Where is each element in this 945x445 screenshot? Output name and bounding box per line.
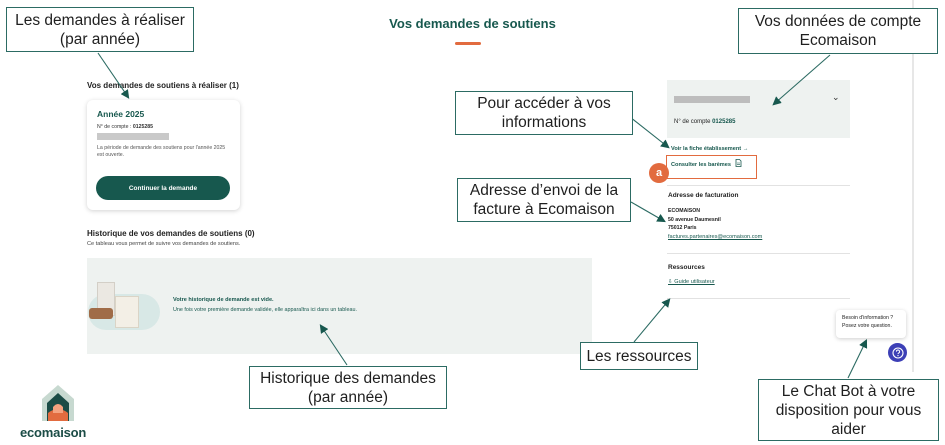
- divider: [667, 253, 850, 254]
- divider: [667, 298, 850, 299]
- chatbot-button[interactable]: [888, 343, 907, 362]
- ecomaison-logo-text: ecomaison: [20, 425, 87, 440]
- billing-street: 50 avenue Daumesnil: [668, 216, 721, 223]
- billing-name: ECOMAISON: [668, 208, 700, 214]
- card-account-line: N° de compte : 0125285: [97, 124, 230, 130]
- callout-resources: Les ressources: [580, 342, 698, 370]
- scrollbar-track[interactable]: [912, 0, 914, 372]
- year-card: Année 2025 N° de compte : 0125285 La pér…: [87, 100, 240, 210]
- history-empty-description: Une fois votre première demande validée,…: [173, 307, 357, 313]
- chatbot-line-1: Besoin d'information ?: [842, 315, 894, 321]
- callout-history-by-year: Historique des demandes (par année): [249, 366, 447, 409]
- year-title: Année 2025: [97, 109, 145, 119]
- document-icon: [735, 159, 741, 167]
- billing-city: 75012 Paris: [668, 225, 697, 231]
- question-icon: [891, 346, 904, 359]
- card-description: La période de demande des soutiens pour …: [97, 145, 226, 158]
- annotation-badge-a: a: [649, 163, 669, 183]
- resources-title: Ressources: [668, 264, 705, 271]
- todo-heading: Vos demandes de soutiens à réaliser (1): [87, 81, 239, 90]
- callout-chatbot: Le Chat Bot à votre disposition pour vou…: [758, 379, 939, 441]
- billing-address: ECOMAISON 50 avenue Daumesnil 75012 Pari…: [668, 207, 721, 233]
- panel-account-value: 0125285: [712, 119, 736, 125]
- arrow-billing: [630, 201, 666, 223]
- callout-todo-by-year: Les demandes à réaliser (par année): [6, 7, 194, 52]
- page-title: Vos demandes de soutiens: [389, 16, 556, 31]
- view-scales-label: Consulter les barèmes: [671, 162, 732, 168]
- arrow-todo: [97, 52, 130, 99]
- card-account-number: 0125285: [132, 124, 154, 130]
- title-underline: [455, 42, 481, 45]
- panel-account-label: N° de compte: [674, 119, 713, 125]
- account-panel[interactable]: [667, 80, 850, 138]
- callout-account-data: Vos données de compte Ecomaison: [738, 8, 938, 54]
- user-guide-link[interactable]: ⇩ Guide utilisateur: [668, 279, 715, 285]
- history-empty-title: Votre historique de demande est vide.: [173, 297, 274, 303]
- divider: [667, 185, 850, 186]
- arrow-resources: [633, 298, 671, 343]
- history-subtitle: Ce tableau vous permet de suivre vos dem…: [87, 241, 241, 247]
- callout-billing-address: Adresse d’envoi de la facture à Ecomaiso…: [457, 178, 631, 222]
- billing-title: Adresse de facturation: [668, 192, 739, 199]
- panel-account-number: N° de compte 0125285: [674, 119, 735, 125]
- chevron-down-icon[interactable]: ⌄: [832, 92, 840, 102]
- card-account-label: N° de compte :: [97, 124, 133, 130]
- history-empty-box: [87, 258, 592, 354]
- redacted-account-name: [674, 96, 750, 103]
- ecomaison-logo-icon: [42, 385, 74, 421]
- history-heading: Historique de vos demandes de soutiens (…: [87, 229, 255, 238]
- billing-email-link[interactable]: factures.partenaires@ecomaison.com: [668, 234, 763, 240]
- continue-request-button[interactable]: Continuer la demande: [96, 176, 230, 200]
- chatbot-bubble[interactable]: Besoin d'information ? Posez votre quest…: [836, 310, 906, 338]
- redacted-name-bar: [97, 133, 169, 140]
- callout-access-info: Pour accéder à vos informations: [455, 91, 633, 135]
- arrow-chatbot: [847, 339, 868, 379]
- arrow-info: [629, 116, 670, 149]
- chatbot-line-2: Posez votre question.: [842, 322, 892, 329]
- cabinet-illustration: [115, 296, 139, 328]
- sofa-illustration: [89, 308, 113, 319]
- view-establishment-link[interactable]: Voir la fiche établissement →: [671, 146, 749, 152]
- view-scales-link[interactable]: Consulter les barèmes: [671, 159, 742, 168]
